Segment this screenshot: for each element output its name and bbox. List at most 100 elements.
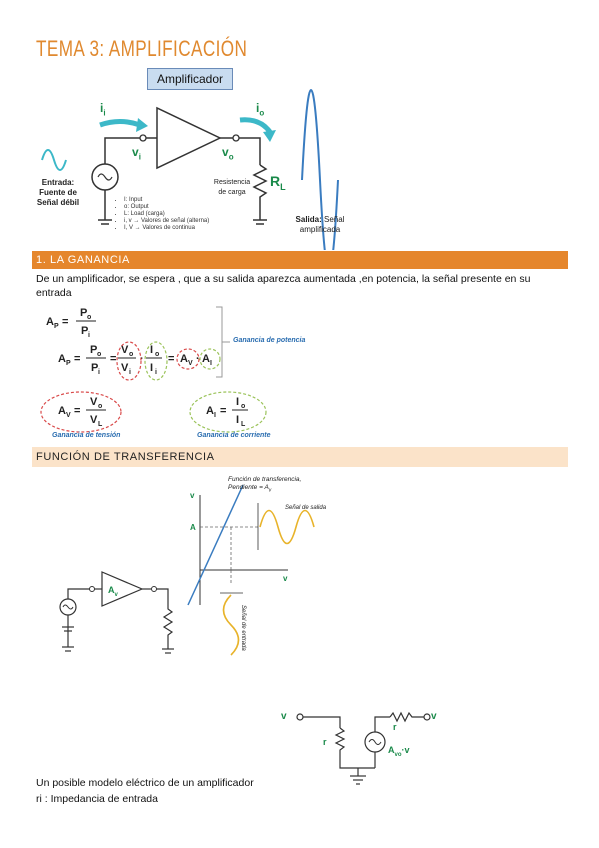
svg-text:P: P <box>81 325 88 337</box>
footer-line: Un posible modelo eléctrico de un amplif… <box>36 777 254 789</box>
amplifier-box-label: Amplificador <box>147 68 233 90</box>
svg-text:=: = <box>110 353 116 365</box>
svg-text:P: P <box>90 344 97 356</box>
svg-text:A: A <box>58 405 66 417</box>
output-signal-label: Señal de salida <box>285 505 327 511</box>
model-ro-label: r <box>393 722 397 732</box>
legend-item: I, V → Valores de continua <box>124 225 209 232</box>
bracket <box>216 306 223 378</box>
svg-text:i: i <box>88 332 90 339</box>
vo-axis-label: v <box>190 491 195 500</box>
load-label: Resistencia de carga <box>213 179 251 196</box>
current-gain-label: Ganancia de corriente <box>197 432 271 439</box>
legend-item: I: Input <box>124 197 209 204</box>
svg-text:P: P <box>54 323 59 330</box>
avvi-label: A <box>190 523 196 532</box>
footer-line: ri : Impedancia de entrada <box>36 793 158 805</box>
footer-text: Un posible modelo eléctrico de un amplif… <box>36 775 254 807</box>
output-current-label: io <box>256 101 265 118</box>
transfer-function-label: Función de transferencia, Pendiente = Av <box>228 476 302 494</box>
svg-text:P: P <box>80 307 87 319</box>
svg-text:P: P <box>66 360 71 367</box>
page-title: TEMA 3: AMPLIFICACIÓN <box>36 36 248 61</box>
legend-list: I: Input o: Output L: Load (carga) i, v … <box>112 197 209 232</box>
amplifier-model-circuit <box>296 711 431 785</box>
input-current-label: ii <box>100 101 106 118</box>
svg-text:o: o <box>155 351 159 358</box>
svg-text:o: o <box>129 351 133 358</box>
output-label: Salida: Señal amplificada <box>295 215 345 234</box>
output-sine-wave <box>301 89 339 250</box>
model-source-label: Avo·v <box>388 745 410 758</box>
av-highlight <box>176 348 200 370</box>
amp-gain-label: Av <box>108 585 118 598</box>
svg-text:·: · <box>140 353 144 365</box>
svg-text:I: I <box>214 412 216 419</box>
input-signal-label: Señal de entrada <box>240 605 246 651</box>
svg-text:=: = <box>74 405 80 417</box>
amplifier-circuit-diagram <box>41 89 339 250</box>
ai-highlight <box>199 348 221 370</box>
svg-text:I: I <box>150 362 153 374</box>
input-resistor <box>334 727 346 765</box>
output-voltage-label: vo <box>222 145 234 162</box>
input-signal-wave <box>222 594 240 656</box>
svg-text:V: V <box>90 396 98 408</box>
output-resistor <box>389 711 424 723</box>
output-signal-wave <box>259 509 315 545</box>
transfer-line <box>187 484 244 606</box>
voltage-gain-label: Ganancia de tensión <box>52 432 121 439</box>
svg-text:L: L <box>241 421 246 428</box>
svg-text:V: V <box>188 360 193 367</box>
load-resistance-label: RL <box>270 173 286 192</box>
svg-text:i: i <box>129 369 131 376</box>
current-gain-ellipse <box>189 391 267 433</box>
svg-text:I: I <box>236 414 239 426</box>
svg-text:o: o <box>241 403 245 410</box>
input-voltage-label: vi <box>132 145 141 162</box>
power-gain-label: Ganancia de potencia <box>233 337 306 344</box>
svg-text:A: A <box>46 316 54 328</box>
svg-text:A: A <box>206 405 214 417</box>
legend-item: i, v → Valores de señal (alterna) <box>124 218 209 225</box>
voltage-gain-highlight <box>116 341 142 381</box>
svg-text:V: V <box>90 414 98 426</box>
svg-text:o: o <box>98 403 102 410</box>
svg-text:L: L <box>98 421 103 428</box>
svg-text:P: P <box>91 362 98 374</box>
section-header-transfer: FUNCIÓN DE TRANSFERENCIA <box>32 447 568 467</box>
svg-text:o: o <box>87 314 91 321</box>
svg-text:=: = <box>74 353 80 365</box>
model-ri-label: r <box>323 737 327 747</box>
output-current-arrow <box>239 117 273 134</box>
section-paragraph: De un amplificador, se espera , que a su… <box>36 273 531 299</box>
section-header-ganancia: 1. LA GANANCIA <box>32 251 568 269</box>
svg-text:i: i <box>155 369 157 376</box>
legend-item: L: Load (carga) <box>124 211 209 218</box>
svg-text:A: A <box>180 353 188 365</box>
input-current-arrow <box>99 119 141 128</box>
svg-text:I: I <box>210 360 212 367</box>
legend-item: o: Output <box>124 204 209 211</box>
load-resistor <box>252 164 268 220</box>
svg-text:=: = <box>62 316 68 328</box>
voltage-gain-ellipse <box>40 391 122 433</box>
input-label: Entrada: Fuente de Señal débil <box>36 178 80 207</box>
model-vo-label: v <box>431 711 437 722</box>
svg-text:=: = <box>220 405 226 417</box>
amplifier-triangle <box>156 106 222 170</box>
svg-text:·: · <box>196 353 200 365</box>
input-sine-wave <box>41 149 67 171</box>
svg-text:V: V <box>121 344 129 356</box>
svg-text:A: A <box>58 353 66 365</box>
current-gain-highlight <box>144 341 168 381</box>
svg-text:i: i <box>98 369 100 376</box>
svg-text:I: I <box>150 344 153 356</box>
svg-text:A: A <box>202 353 210 365</box>
svg-text:V: V <box>121 362 129 374</box>
transfer-function-diagram <box>59 484 315 656</box>
svg-text:=: = <box>168 353 174 365</box>
svg-text:I: I <box>236 396 239 408</box>
svg-text:o: o <box>97 351 101 358</box>
